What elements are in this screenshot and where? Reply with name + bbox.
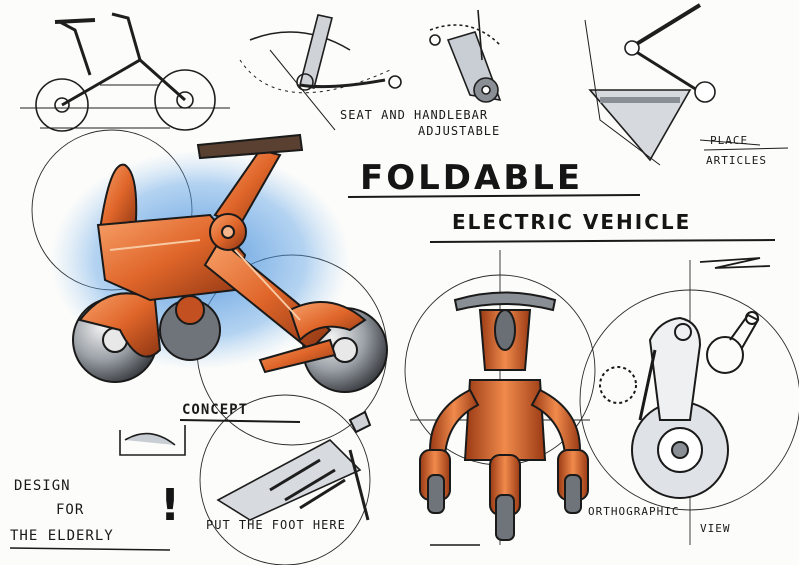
seat-note-line1: SEAT AND HANDLEBAR	[340, 108, 489, 122]
concept-label: CONCEPT	[182, 402, 249, 418]
design-line3: THE ELDERLY	[10, 528, 114, 544]
design-line2: FOR	[56, 502, 85, 518]
sketch-storage-basket	[584, 3, 761, 166]
vehicle-orthographic-view	[599, 311, 760, 499]
page-title: FOLDABLE	[360, 158, 584, 198]
sketch-handlebar-fold	[239, 14, 402, 131]
place-articles-line2: ARTICLES	[706, 154, 767, 167]
ortho-line1: ORTHOGRAPHIC	[588, 505, 680, 518]
ortho-line2: VIEW	[700, 522, 731, 535]
place-articles-line1: PLACE	[710, 134, 749, 147]
design-line1: DESIGN	[14, 478, 71, 494]
vehicle-main-render	[72, 133, 388, 434]
foot-note-label: PUT THE FOOT HERE	[206, 518, 346, 532]
seat-note-line2: ADJUSTABLE	[418, 124, 501, 138]
exclamation-mark: !	[160, 480, 181, 531]
sketch-seat-fold	[429, 9, 502, 103]
sketch-footrest-detail	[119, 425, 370, 521]
vehicle-front-view	[419, 291, 589, 541]
sketch-side-view	[20, 12, 230, 132]
page-subtitle: ELECTRIC VEHICLE	[452, 210, 692, 234]
title-underlines	[9, 147, 789, 551]
